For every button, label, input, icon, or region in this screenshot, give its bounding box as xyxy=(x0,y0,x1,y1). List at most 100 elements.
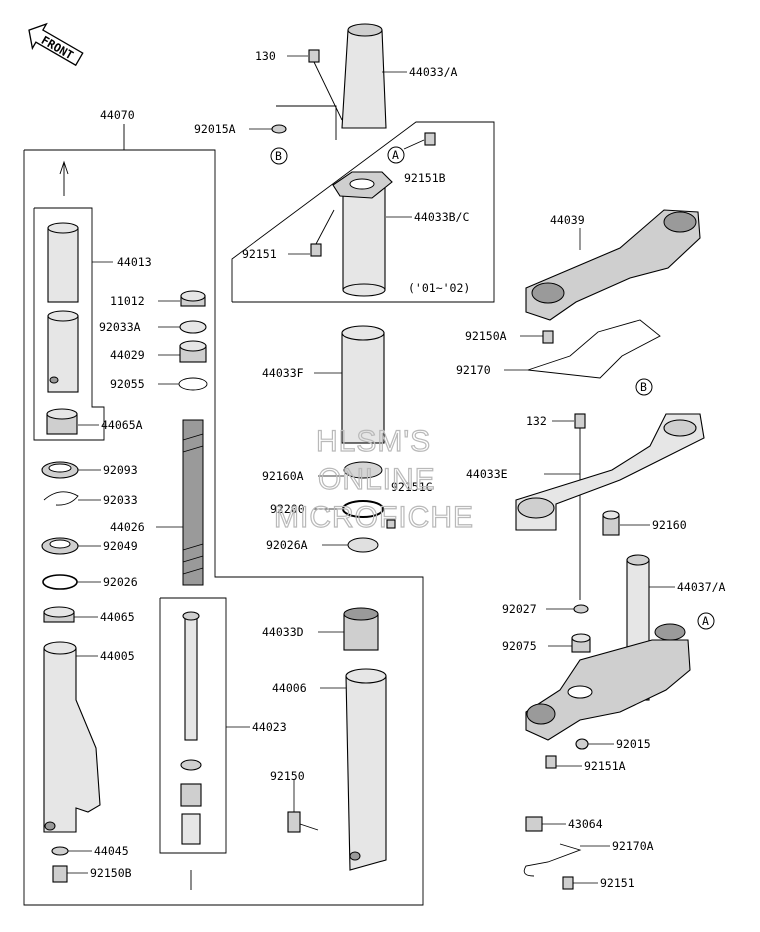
label-44029: 44029 xyxy=(110,348,145,362)
label-92150a: 92150A xyxy=(465,329,507,343)
tube-44033a xyxy=(341,23,387,129)
bolt-92151b xyxy=(403,132,436,150)
svg-text:B: B xyxy=(275,149,282,163)
label-92170a: 92170A xyxy=(612,839,654,853)
label-92033a: 92033A xyxy=(99,320,141,334)
label-92093: 92093 xyxy=(103,463,138,477)
label-92015: 92015 xyxy=(616,737,651,751)
callout-a-right: A xyxy=(697,612,715,630)
watermark-line-2: ONLINE xyxy=(318,463,436,496)
label-92033: 92033 xyxy=(103,493,138,507)
label-92151b: 92151B xyxy=(404,171,446,185)
label-130: 130 xyxy=(255,49,276,63)
bolt-130 xyxy=(308,49,343,121)
group-frame-44033a xyxy=(276,105,337,140)
label-44023: 44023 xyxy=(252,720,287,734)
front-arrow-icon: FRONT xyxy=(28,22,84,67)
clamp-92026a xyxy=(347,537,379,553)
label-44005: 44005 xyxy=(100,649,135,663)
label-92075: 92075 xyxy=(502,639,537,653)
label-92151c: 92151C xyxy=(391,480,433,494)
bolt-92151a xyxy=(545,755,557,769)
label-92027: 92027 xyxy=(502,602,537,616)
label-92015a: 92015A xyxy=(194,122,236,136)
tube-44033f xyxy=(341,325,385,444)
label-92026: 92026 xyxy=(103,575,138,589)
callout-b-right: B xyxy=(635,378,653,396)
label-44065: 44065 xyxy=(100,610,135,624)
label-44065a: 44065A xyxy=(101,418,143,432)
label-92055: 92055 xyxy=(110,377,145,391)
label-92151-bottom: 92151 xyxy=(600,876,635,890)
dust-seal-92093 xyxy=(41,461,79,479)
watermark: HLSM'S ONLINE MICROFICHE xyxy=(273,424,474,534)
cap-11012 xyxy=(180,290,206,307)
label-92049: 92049 xyxy=(103,539,138,553)
collar-92160a xyxy=(343,461,383,479)
bushing-44033d xyxy=(343,607,379,651)
label-132: 132 xyxy=(526,414,547,428)
washer-44045 xyxy=(51,846,69,856)
label-44033e: 44033E xyxy=(466,467,508,481)
oring-92055 xyxy=(178,377,208,391)
label-44006: 44006 xyxy=(272,681,307,695)
label-44033b-c: 44033B/C xyxy=(414,210,469,224)
bolt-92150 xyxy=(287,811,319,833)
label-92200: 92200 xyxy=(270,502,305,516)
label-44070: 44070 xyxy=(100,108,135,122)
label-44039: 44039 xyxy=(550,213,585,227)
washer-92015a xyxy=(271,124,287,134)
oring-92033a xyxy=(179,320,207,334)
callout-a-top: A xyxy=(387,146,405,164)
callout-b-top: B xyxy=(270,147,288,165)
washer-92026 xyxy=(42,574,78,590)
label-92160: 92160 xyxy=(652,518,687,532)
collar-92160 xyxy=(602,510,620,536)
label-92170: 92170 xyxy=(456,363,491,377)
part-labels: 130 44033/A 92015A 92151B 44033B/C 92151… xyxy=(90,49,726,890)
bolt-92151 xyxy=(310,209,335,257)
label-92150: 92150 xyxy=(270,769,305,783)
bushing-44065a xyxy=(46,408,78,435)
group-frame-44013 xyxy=(33,207,105,441)
label-44026: 44026 xyxy=(110,520,145,534)
label-44013: 44013 xyxy=(117,255,152,269)
label-11012: 11012 xyxy=(110,294,145,308)
nut-92075 xyxy=(571,633,591,653)
group-frame-44033b xyxy=(231,121,495,303)
spring-44026 xyxy=(182,419,204,586)
label-92151a: 92151A xyxy=(584,759,626,773)
label-92150b: 92150B xyxy=(90,866,132,880)
label-44033-a: 44033/A xyxy=(409,65,458,79)
grommet-43064 xyxy=(525,816,543,832)
screw-92151c xyxy=(386,519,396,529)
label-44037-a: 44037/A xyxy=(677,580,726,594)
tube-44033b xyxy=(332,171,393,297)
washer-92027 xyxy=(573,604,589,614)
bolt-92151-bottom xyxy=(562,876,574,890)
bushing-44065 xyxy=(43,606,75,623)
clip-92170a xyxy=(523,843,582,877)
label-44045: 44045 xyxy=(94,844,129,858)
label-92151-top: 92151 xyxy=(242,247,277,261)
label-92026a: 92026A xyxy=(266,538,308,552)
adjuster-44029 xyxy=(179,340,207,363)
bolt-92150b xyxy=(52,865,68,883)
group-frame-44070 xyxy=(23,149,424,906)
bracket-92170 xyxy=(527,319,661,379)
outer-tube-44005 xyxy=(43,641,101,833)
clip-92033 xyxy=(43,491,79,506)
bolt-132 xyxy=(574,413,586,600)
oil-seal-92049 xyxy=(41,537,79,555)
label-44033d: 44033D xyxy=(262,625,304,639)
group-frame-44023 xyxy=(159,597,227,854)
outer-tube-44006 xyxy=(345,668,387,871)
bracket-44033e xyxy=(515,413,705,531)
damper-rod-44023 xyxy=(180,611,202,890)
stem-44037a xyxy=(525,554,691,741)
watermark-line-3: MICROFICHE xyxy=(274,501,474,534)
svg-text:A: A xyxy=(392,148,399,162)
tube-44013 xyxy=(47,160,79,393)
label-44033f: 44033F xyxy=(262,366,304,380)
